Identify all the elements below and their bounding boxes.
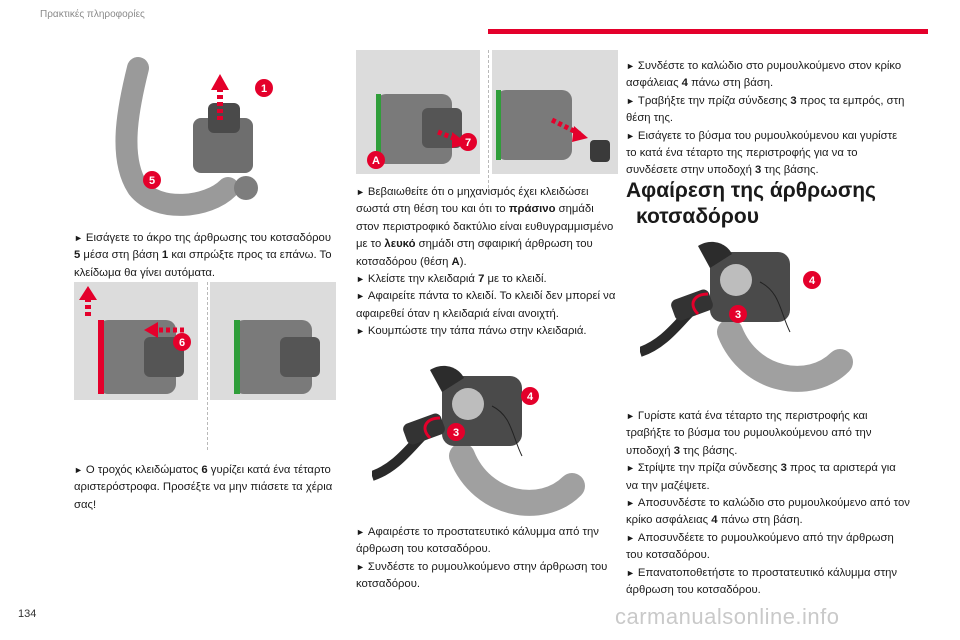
- step-12-16: ►Γυρίστε κατά ένα τέταρτο της περιστροφή…: [626, 410, 910, 597]
- figure-disconnect-socket: 4 3: [640, 241, 853, 392]
- step-1: ►Εισάγετε το άκρο της άρθρωσης του κοτσα…: [74, 232, 332, 279]
- svg-text:7: 7: [465, 137, 471, 149]
- svg-text:4: 4: [527, 391, 534, 403]
- section-title-removal: Αφαίρεση της άρθρωσης κοτσαδόρου: [626, 179, 876, 228]
- watermark: carmanualsonline.info: [615, 604, 840, 629]
- figure-divider: [207, 282, 208, 452]
- figure-connect-socket: 4 3: [372, 365, 585, 516]
- section-header: Πρακτικές πληροφορίες: [40, 9, 145, 20]
- step-9-11: ►Συνδέστε το καλώδιο στο ρυμουλκούμενο σ…: [626, 60, 905, 177]
- figure-lock-wheel: 6: [74, 282, 336, 400]
- step-3-6: ►Βεβαιωθείτε ότι ο μηχανισμός έχει κλειδ…: [356, 186, 616, 338]
- header-accent-bar: [488, 29, 928, 34]
- step-7-8: ►Αφαιρέστε το προστατευτικό κάλυμμα από …: [356, 526, 608, 591]
- step-2: ►Ο τροχός κλειδώματος 6 γυρίζει κατά ένα…: [74, 464, 333, 511]
- figure-lock-key: A 7: [356, 50, 618, 174]
- svg-text:1: 1: [261, 83, 267, 95]
- svg-text:3: 3: [453, 427, 459, 439]
- svg-text:3: 3: [735, 309, 741, 321]
- figure-towbar-insert: 1 5: [98, 48, 288, 218]
- svg-text:5: 5: [149, 175, 155, 187]
- page-number: 134: [18, 608, 37, 620]
- svg-text:6: 6: [179, 337, 185, 349]
- figure-divider: [488, 50, 489, 190]
- svg-text:4: 4: [809, 275, 816, 287]
- svg-text:A: A: [372, 155, 380, 167]
